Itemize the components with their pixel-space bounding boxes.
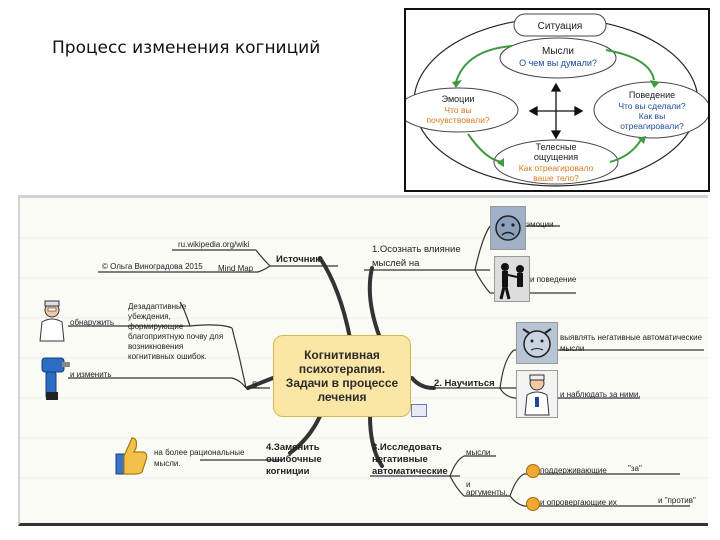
support-leaf-icon bbox=[526, 464, 540, 478]
body-title-1: Телесные bbox=[536, 142, 577, 152]
branch-curves bbox=[246, 256, 436, 468]
body-question-2: ваше тело? bbox=[533, 173, 579, 183]
behavior-question-3: отреагировали? bbox=[620, 121, 684, 131]
branch3-line1: 3.Исследовать bbox=[372, 442, 442, 453]
branch4-line3: когниции bbox=[266, 466, 310, 477]
source-url: ru.wikipedia.org/wiki bbox=[178, 240, 250, 249]
behavior-title: Поведение bbox=[629, 90, 675, 100]
branch3-line2: негативные bbox=[372, 454, 428, 465]
cbt-model-diagram: Ситуация Мысли О чем вы думали? Эмоции Ч… bbox=[404, 8, 710, 192]
refute-leaf: и опровергающие их bbox=[540, 498, 617, 507]
pro-leaf: "за" bbox=[628, 464, 642, 473]
beliefs-3: формирующие bbox=[128, 322, 184, 331]
contra-leaf: и "против" bbox=[658, 496, 696, 505]
branch4-line2: ошибочные bbox=[266, 454, 322, 465]
mindmap-link-icon bbox=[411, 404, 427, 417]
arrow-thoughts-emotions bbox=[455, 45, 513, 83]
center-line-4: лечения bbox=[317, 390, 367, 404]
args-leaf-2: аргументы, bbox=[466, 488, 508, 497]
curve-branch2 bbox=[410, 376, 436, 390]
curve-source bbox=[318, 256, 352, 340]
beliefs-6: когнитивных ошибок. bbox=[128, 352, 207, 361]
thoughts-ellipse bbox=[499, 37, 617, 79]
beliefs-2: убеждения, bbox=[128, 312, 171, 321]
branch4-line1: 4.Заменить bbox=[266, 442, 320, 453]
recognize-line2: мысли bbox=[560, 344, 585, 353]
observe-leaf: и наблюдать за ними. bbox=[560, 390, 641, 399]
doctor-icon bbox=[34, 298, 70, 342]
arrow-body-behavior bbox=[609, 137, 643, 163]
branch1-line2: мыслей на bbox=[372, 258, 420, 269]
rational-line2: мысли. bbox=[154, 459, 181, 468]
situation-box bbox=[513, 13, 607, 37]
center-line-3: Задачи в процессе bbox=[285, 376, 399, 390]
curve-branch5 bbox=[246, 376, 275, 390]
thoughts-leaf: мысли bbox=[466, 448, 491, 457]
center-line-2: психотерапия. bbox=[298, 362, 386, 376]
detect-leaf: обнаружить bbox=[70, 318, 114, 327]
args-leaf-1: и bbox=[466, 480, 471, 489]
behavior-question-1: Что вы сделали? bbox=[618, 101, 686, 111]
arrow-thoughts-behavior bbox=[605, 49, 655, 81]
thoughts-question: О чем вы думали? bbox=[519, 58, 597, 68]
branch5: 5. bbox=[252, 380, 260, 391]
rational-line1: на более рациональные bbox=[154, 448, 245, 457]
curve-branch4 bbox=[288, 414, 322, 455]
source-copyright: © Ольга Виноградова 2015 bbox=[102, 262, 203, 271]
cbt-model-svg: Ситуация Мысли О чем вы думали? Эмоции Ч… bbox=[406, 13, 708, 187]
center-topic: Когнитивная психотерапия. Задачи в проце… bbox=[273, 335, 411, 417]
emotions-question-1: Что вы bbox=[444, 105, 471, 115]
sad-face-icon bbox=[490, 206, 526, 250]
center-line-1: Когнитивная bbox=[304, 348, 380, 362]
emotions-question-2: почувствовали? bbox=[426, 115, 489, 125]
recognize-line1: выявлять негативные автоматические bbox=[560, 333, 703, 342]
mindmap-label: Mind Map bbox=[218, 264, 254, 273]
slide-title: Процесс изменения когниций bbox=[52, 38, 321, 58]
support-leaf: поддерживающие bbox=[540, 466, 607, 475]
branch1-line1: 1.Осознать влияние bbox=[372, 244, 461, 255]
refute-leaf-icon bbox=[526, 497, 540, 511]
green-arrows bbox=[455, 45, 655, 163]
people-fighting-icon bbox=[494, 256, 530, 302]
drill-icon bbox=[36, 352, 72, 404]
green-arrowheads bbox=[452, 80, 660, 167]
curve-branch1 bbox=[367, 266, 382, 340]
thoughts-title: Мысли bbox=[542, 46, 574, 57]
behavior-leaf: и поведение bbox=[530, 275, 577, 284]
source-branch: Источник: bbox=[276, 254, 324, 265]
beliefs-1: Дезадаптивные bbox=[128, 302, 187, 311]
branch3-line3: автоматические bbox=[372, 466, 448, 477]
behavior-question-2: Как вы bbox=[639, 111, 665, 121]
body-title-2: ощущения bbox=[534, 152, 578, 162]
situation-label: Ситуация bbox=[538, 21, 583, 32]
beliefs-4: благоприятную почву для bbox=[128, 332, 224, 341]
change-leaf: и изменить bbox=[70, 370, 112, 379]
emotions-title: Эмоции bbox=[442, 94, 475, 104]
beliefs-5: возникновения bbox=[128, 342, 184, 351]
emotions-ellipse bbox=[406, 87, 519, 133]
emotions-leaf: эмоции bbox=[526, 220, 554, 229]
body-ellipse bbox=[493, 139, 619, 185]
leaf-lines bbox=[68, 225, 704, 507]
branch2: 2. Научиться bbox=[434, 378, 495, 389]
center-cross-arrows bbox=[528, 82, 584, 140]
curve-branch3 bbox=[368, 414, 384, 468]
doctor-on-phone-icon bbox=[516, 370, 558, 418]
mind-map: Когнитивная психотерапия. Задачи в проце… bbox=[18, 195, 708, 526]
body-question-1: Как отреагировало bbox=[519, 163, 594, 173]
alarm-clock-face-icon bbox=[516, 322, 558, 364]
thumbs-up-icon bbox=[110, 434, 150, 478]
